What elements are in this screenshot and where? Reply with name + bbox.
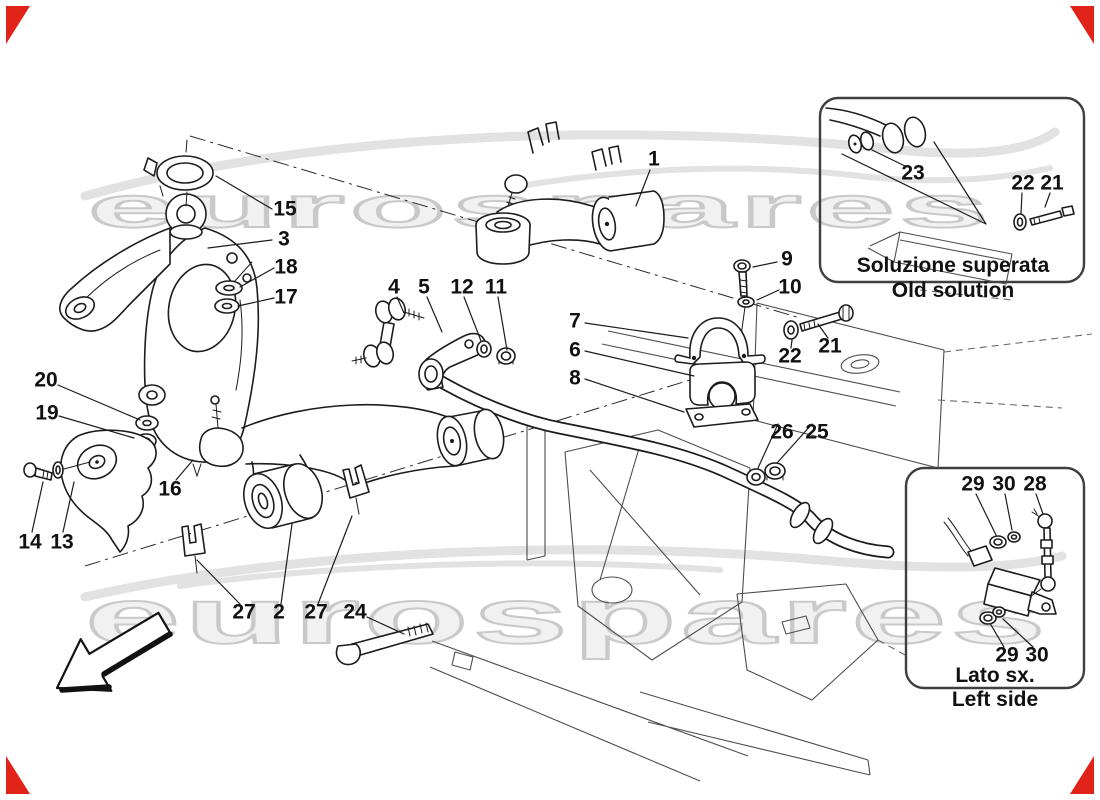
- part-number-label: 19: [35, 402, 58, 425]
- washer-22-inset: [1013, 213, 1027, 231]
- bar-bracket-arm: [418, 332, 487, 391]
- inset-caption-italian: Lato sx.: [955, 664, 1034, 687]
- fork-clip-27-left: [181, 523, 206, 574]
- inset-caption-italian: Soluzione superata: [857, 254, 1050, 277]
- part-number-label: 25: [805, 421, 829, 444]
- drop-link: [351, 297, 425, 368]
- watermark-text-bottom: eurospares: [85, 572, 1050, 660]
- nut-29-bottom: [979, 611, 997, 625]
- corner-marks: [6, 6, 1094, 794]
- bar-rubber-sleeve: [789, 501, 834, 545]
- inset-old-solution: Soluzione superata Old solution: [818, 96, 1086, 302]
- upper-wishbone: [475, 121, 665, 265]
- washers-18-17: [214, 280, 243, 314]
- part-number-label: 3: [278, 228, 290, 251]
- washer-22-bolt-21: [783, 304, 854, 340]
- anti-roll-bar: [421, 367, 895, 559]
- part-number-label: 20: [34, 369, 57, 392]
- part-number-label: 21: [818, 335, 842, 358]
- part-number-label: 22: [1011, 172, 1034, 195]
- bar-bracket-7: [674, 317, 766, 366]
- washer-12: [476, 340, 492, 358]
- bushing-23: [847, 131, 875, 154]
- inset-left-side: Lato sx. Left side: [904, 466, 1086, 711]
- corner-mark-top-left: [6, 6, 30, 44]
- part-number-label: 1: [648, 148, 660, 171]
- part-number-label: 22: [778, 345, 801, 368]
- part-number-label: 2: [273, 601, 285, 624]
- fork-clip-27-right: [342, 464, 370, 515]
- bolt-24: [335, 622, 434, 666]
- part-number-label: 17: [274, 286, 297, 309]
- part-number-label: 13: [50, 531, 73, 554]
- part-number-label: 7: [569, 310, 581, 333]
- part-number-label: 16: [158, 478, 181, 501]
- part-number-label: 30: [992, 473, 1015, 496]
- part-number-label: 14: [18, 531, 42, 554]
- leader-lines: [31, 169, 829, 635]
- bar-bushing-6: [689, 361, 756, 410]
- part-number-label: 29: [995, 644, 1018, 667]
- corner-mark-bottom-left: [6, 756, 30, 794]
- bar-plate-8: [685, 403, 759, 428]
- shield-13: [60, 429, 157, 553]
- upper-clamp: [143, 155, 214, 197]
- inset-caption-english: Left side: [952, 688, 1038, 711]
- part-number-label: 4: [388, 276, 400, 299]
- part-number-label: 27: [232, 601, 255, 624]
- washer-30-top: [1007, 531, 1021, 543]
- height-sensor: [943, 517, 1057, 617]
- part-number-label: 6: [569, 339, 581, 362]
- ball-joint-16: [192, 395, 244, 478]
- part-number-label: 26: [770, 421, 793, 444]
- part-number-label: 28: [1023, 473, 1047, 496]
- bolt-21-inset: [1029, 205, 1075, 226]
- part-number-label: 15: [273, 198, 297, 221]
- nut-29-top: [989, 535, 1007, 549]
- nut-11: [496, 347, 516, 365]
- washer-26-nut-25: [746, 462, 786, 486]
- part-number-label: 18: [274, 256, 298, 279]
- part-number-label: 23: [901, 162, 924, 185]
- part-number-label: 12: [450, 276, 473, 299]
- part-number-label: 30: [1025, 644, 1048, 667]
- washer-30-bottom: [992, 606, 1006, 618]
- direction-arrow: [55, 611, 173, 693]
- part-number-label: 24: [343, 601, 367, 624]
- bolt-9: [733, 259, 751, 297]
- part-number-label: 11: [485, 276, 508, 299]
- part-number-label: 5: [418, 276, 430, 299]
- bolt-14-washer: [23, 461, 64, 481]
- sensor-link-28: [1029, 508, 1056, 598]
- corner-mark-top-right: [1070, 6, 1094, 44]
- lower-wishbone: [241, 403, 505, 530]
- part-number-label: 29: [961, 473, 984, 496]
- inset-caption-english: Old solution: [892, 279, 1014, 302]
- part-number-label: 10: [778, 276, 801, 299]
- part-number-label: 21: [1040, 172, 1064, 195]
- part-number-label: 8: [569, 367, 581, 390]
- part-number-label: 9: [781, 248, 793, 271]
- part-number-label: 27: [304, 601, 327, 624]
- corner-mark-bottom-right: [1070, 756, 1094, 794]
